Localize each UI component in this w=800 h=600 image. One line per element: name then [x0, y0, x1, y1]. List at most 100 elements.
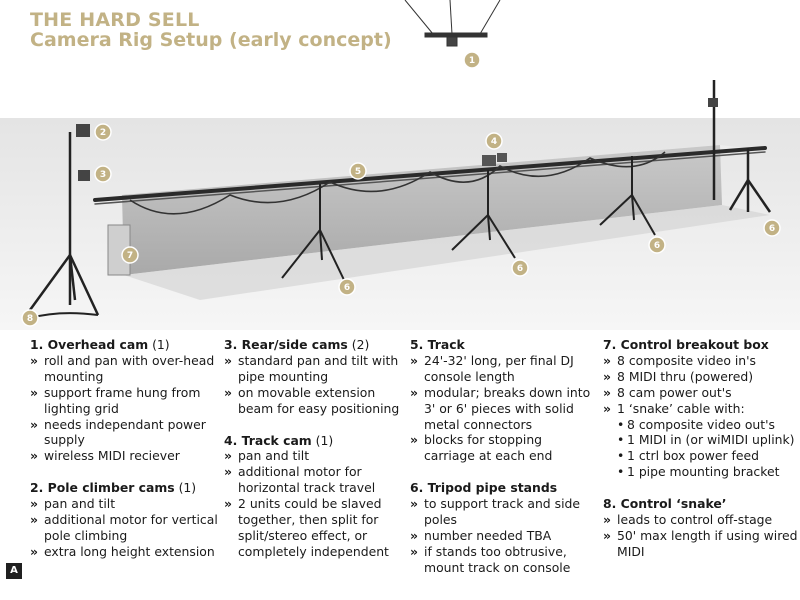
callout-track: 5 [349, 162, 367, 180]
note-bullet: 8 cam power out's [603, 385, 798, 401]
note-bullet: support frame hung from lighting grid [30, 385, 220, 417]
note-subbullet: 1 pipe mounting bracket [603, 464, 798, 480]
callout-number: 6 [769, 224, 775, 234]
console-front [122, 145, 722, 275]
callout-circle [349, 162, 367, 180]
callout-circle [121, 246, 139, 264]
notes-column-1: 1. Overhead cam (1)roll and pan with ove… [30, 337, 220, 560]
callout-stand-front-mid: 6 [511, 259, 529, 277]
callout-track-cam: 4 [485, 132, 503, 150]
console-shadow [124, 205, 770, 300]
section-gap [30, 464, 220, 480]
callout-number: 5 [355, 167, 361, 177]
section-gap [603, 480, 798, 496]
title-block: THE HARD SELL Camera Rig Setup (early co… [30, 10, 392, 50]
pole-right [712, 80, 772, 213]
section-heading-text: 1. Overhead cam [30, 337, 149, 352]
section-heading-text: 6. Tripod pipe stands [410, 480, 558, 496]
callout-pole-top: 2 [94, 123, 112, 141]
section-heading-text: 2. Pole climber cams [30, 480, 175, 496]
note-bullet: 8 MIDI thru (powered) [603, 369, 798, 385]
callout-number: 6 [344, 283, 350, 293]
pole-right-cam [708, 98, 718, 107]
note-bullet: standard pan and tilt with pipe mounting [224, 353, 404, 385]
callout-stand-back-right: 6 [763, 219, 781, 237]
callout-circle [94, 123, 112, 141]
callout-number: 2 [100, 128, 106, 138]
section-heading-text: 7. Control breakout box [603, 337, 769, 352]
callout-pole-mid: 3 [94, 165, 112, 183]
callout-breakout-box: 7 [121, 246, 139, 264]
section-heading-text: 5. Track [410, 337, 465, 352]
overhead-frame [404, 0, 501, 47]
notes-column-4: 7. Control breakout box8 composite video… [603, 337, 798, 560]
note-bullet: 8 composite video in's [603, 353, 798, 369]
section-heading: 3. Rear/side cams (2) [224, 337, 404, 353]
callout-circle [338, 278, 356, 296]
track-cable [129, 151, 666, 215]
panel-label: A [6, 563, 22, 579]
note-bullet: roll and pan with over-head mounting [30, 353, 220, 385]
section-count: (1) [174, 480, 197, 496]
section-count: (2) [347, 337, 370, 352]
callout-overhead: 1 [463, 51, 481, 69]
note-bullet: on movable extension beam for easy posit… [224, 385, 404, 417]
note-bullet: leads to control off-stage [603, 512, 798, 528]
callout-number: 1 [469, 56, 475, 66]
callout-circle [648, 236, 666, 254]
pole-left [28, 132, 100, 316]
note-subbullet: 1 ctrl box power feed [603, 448, 798, 464]
callout-circle [763, 219, 781, 237]
section-count: (1) [148, 337, 170, 352]
pole-cams [76, 124, 90, 181]
callout-badges: 1 2 3 4 5 6 6 6 6 7 8 [21, 51, 781, 327]
callout-number: 6 [654, 241, 660, 251]
note-bullet: 50' max length if using wired MIDI [603, 528, 798, 560]
callout-circle [511, 259, 529, 277]
callout-number: 4 [491, 137, 497, 147]
section-gap [224, 417, 404, 433]
section-heading-text: 3. Rear/side cams [224, 337, 348, 352]
note-bullet: needs independant power supply [30, 417, 220, 449]
section-heading: 6. Tripod pipe stands [410, 480, 595, 496]
note-bullet: pan and tilt [224, 448, 404, 464]
note-subbullet: 8 composite video out's [603, 417, 798, 433]
section-heading: 2. Pole climber cams (1) [30, 480, 220, 496]
note-bullet: 2 units could be slaved together, then s… [224, 496, 404, 560]
note-subbullet: 1 MIDI in (or wiMIDI uplink) [603, 432, 798, 448]
notes-column-3: 5. Track24'-32' long, per final DJ conso… [410, 337, 595, 576]
callout-stand-front-right: 6 [648, 236, 666, 254]
note-bullet: number needed TBA [410, 528, 595, 544]
section-heading: 4. Track cam (1) [224, 433, 404, 449]
tripod-stands [281, 156, 656, 283]
section-count: (1) [311, 432, 334, 448]
note-bullet: extra long height extension [30, 544, 220, 560]
callout-stand-front-left: 6 [338, 278, 356, 296]
note-bullet: to support track and side poles [410, 496, 595, 528]
section-heading: 7. Control breakout box [603, 337, 798, 353]
section-heading: 8. Control ‘snake’ [603, 496, 798, 512]
note-bullet: wireless MIDI reciever [30, 448, 220, 464]
section-heading-text: 8. Control ‘snake’ [603, 496, 727, 512]
rig-illustration: 1 2 3 4 5 6 6 6 6 7 8 [0, 0, 800, 330]
note-bullet: modular; breaks down into 3' or 6' piece… [410, 385, 595, 433]
note-bullet: 1 ‘snake’ cable with: [603, 401, 798, 417]
note-bullet: additional motor for vertical pole climb… [30, 512, 220, 544]
notes-column-2: 3. Rear/side cams (2)standard pan and ti… [224, 337, 404, 560]
note-bullet: if stands too obtrusive, mount track on … [410, 544, 595, 576]
callout-snake: 8 [21, 309, 39, 327]
callout-circle [463, 51, 481, 69]
callout-circle [21, 309, 39, 327]
track-cam [482, 153, 507, 166]
notes-columns: 1. Overhead cam (1)roll and pan with ove… [0, 337, 800, 587]
callout-circle [485, 132, 503, 150]
note-bullet: additional motor for horizontal track tr… [224, 464, 404, 496]
title-line-2: Camera Rig Setup (early concept) [30, 29, 392, 52]
section-gap [410, 464, 595, 480]
callout-number: 6 [517, 264, 523, 274]
section-heading: 5. Track [410, 337, 595, 353]
callout-number: 8 [27, 314, 33, 324]
section-heading: 1. Overhead cam (1) [30, 337, 220, 353]
callout-circle [94, 165, 112, 183]
